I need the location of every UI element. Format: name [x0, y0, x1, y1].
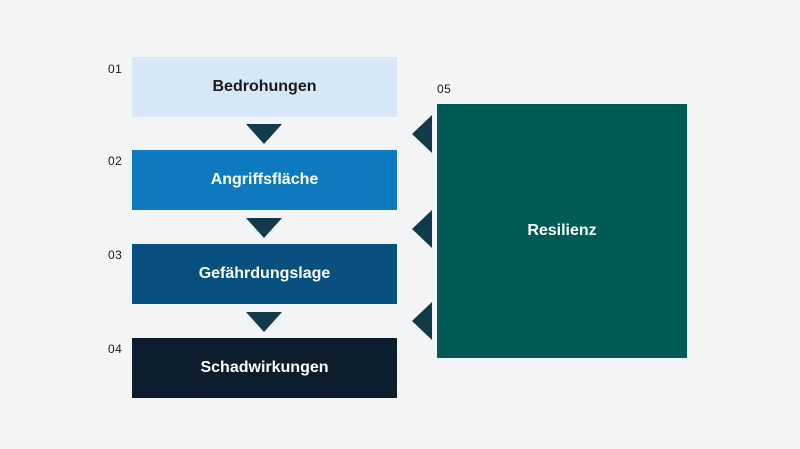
step-label: Bedrohungen: [212, 78, 317, 95]
step-number-01: 01: [108, 62, 123, 76]
arrow-left-icon: [412, 302, 432, 340]
step-box-gefaehrdungslage: Gefährdungslage: [132, 244, 397, 304]
step-label: Angriffsfläche: [210, 171, 319, 188]
step-number-03: 03: [108, 248, 123, 262]
arrow-left-icon: [412, 115, 432, 153]
step-box-angriffsflaeche: Angriffsfläche: [132, 150, 397, 210]
arrow-left-icon: [412, 210, 432, 248]
resilience-box: Resilienz: [437, 104, 687, 358]
step-label: Gefährdungslage: [198, 265, 331, 282]
step-number-04: 04: [108, 342, 123, 356]
step-box-bedrohungen: Bedrohungen: [132, 57, 397, 117]
resilience-number: 05: [437, 82, 452, 96]
step-box-schadwirkungen: Schadwirkungen: [132, 338, 397, 398]
arrow-down-icon: [246, 312, 282, 332]
arrow-down-icon: [246, 124, 282, 144]
arrow-down-icon: [246, 218, 282, 238]
step-label: Schadwirkungen: [200, 359, 329, 376]
resilience-label: Resilienz: [527, 222, 597, 239]
step-number-02: 02: [108, 154, 123, 168]
